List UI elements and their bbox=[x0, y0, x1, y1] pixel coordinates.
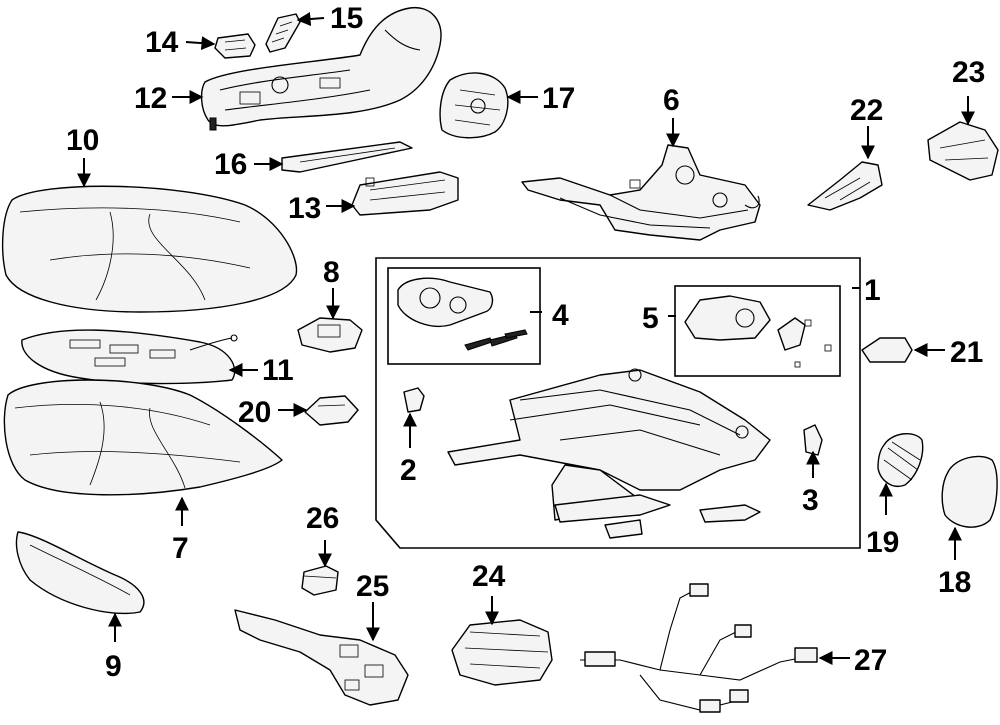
callout-arrows bbox=[77, 12, 975, 665]
callout-7: 7 bbox=[172, 532, 189, 565]
part-1-frame-assembly-box bbox=[375, 257, 861, 549]
callout-21: 21 bbox=[950, 336, 983, 369]
part-14-clip bbox=[214, 33, 256, 59]
callout-17: 17 bbox=[542, 82, 575, 115]
part-23-bracket bbox=[927, 121, 999, 181]
part-1-seat-frame bbox=[447, 368, 771, 539]
part-7-seat-cushion-cover bbox=[3, 379, 283, 496]
callout-labels: 1 2 3 4 5 6 7 8 9 10 11 12 13 14 15 16 1… bbox=[66, 2, 985, 683]
callout-12: 12 bbox=[134, 82, 167, 115]
part-17-recliner-cover bbox=[439, 72, 509, 139]
callout-6: 6 bbox=[663, 84, 680, 117]
part-11-seat-heater-mat bbox=[21, 329, 238, 385]
part-24-control-module bbox=[451, 619, 553, 686]
callout-19: 19 bbox=[866, 526, 899, 559]
part-21-switch bbox=[861, 337, 913, 363]
callout-22: 22 bbox=[850, 94, 883, 127]
part-3-clip bbox=[803, 424, 823, 456]
callout-16: 16 bbox=[214, 148, 247, 181]
part-27-seat-harness bbox=[580, 583, 818, 713]
callout-9: 9 bbox=[105, 650, 122, 683]
part-8-switch-base bbox=[297, 317, 363, 353]
part-9-seat-side-trim bbox=[15, 531, 145, 615]
callout-11: 11 bbox=[262, 354, 294, 387]
part-12-seatback-frame bbox=[200, 6, 442, 131]
part-19-knob bbox=[877, 433, 924, 487]
callout-13: 13 bbox=[288, 192, 321, 225]
callout-1: 1 bbox=[864, 274, 881, 307]
callout-26: 26 bbox=[306, 502, 339, 535]
callout-27: 27 bbox=[854, 644, 887, 677]
callout-14: 14 bbox=[145, 26, 179, 59]
part-10-seat-cushion-pad bbox=[1, 185, 298, 313]
part-13-seat-module bbox=[351, 171, 459, 216]
part-15-lever bbox=[265, 13, 301, 53]
part-4-motor-box bbox=[387, 267, 541, 365]
part-6-seat-track-assembly bbox=[521, 144, 761, 241]
callout-10: 10 bbox=[66, 124, 99, 157]
callout-18: 18 bbox=[938, 566, 971, 599]
callout-23: 23 bbox=[952, 56, 985, 89]
callout-4: 4 bbox=[552, 299, 569, 332]
part-22-bracket bbox=[807, 161, 883, 211]
part-18-cover bbox=[941, 455, 998, 528]
part-20-cover bbox=[304, 395, 359, 426]
part-5-motor-box bbox=[674, 285, 841, 377]
callout-8: 8 bbox=[323, 256, 340, 289]
part-26-connector bbox=[301, 565, 339, 596]
part-2-clip bbox=[403, 387, 425, 413]
callout-5: 5 bbox=[642, 302, 659, 335]
callout-25: 25 bbox=[356, 570, 389, 603]
part-25-harness bbox=[234, 609, 409, 706]
callout-15: 15 bbox=[330, 2, 363, 35]
callout-3: 3 bbox=[802, 484, 819, 517]
part-16-wire-bracket bbox=[281, 141, 413, 173]
callout-2: 2 bbox=[400, 454, 417, 487]
callout-20: 20 bbox=[238, 396, 271, 429]
callout-24: 24 bbox=[472, 560, 506, 593]
